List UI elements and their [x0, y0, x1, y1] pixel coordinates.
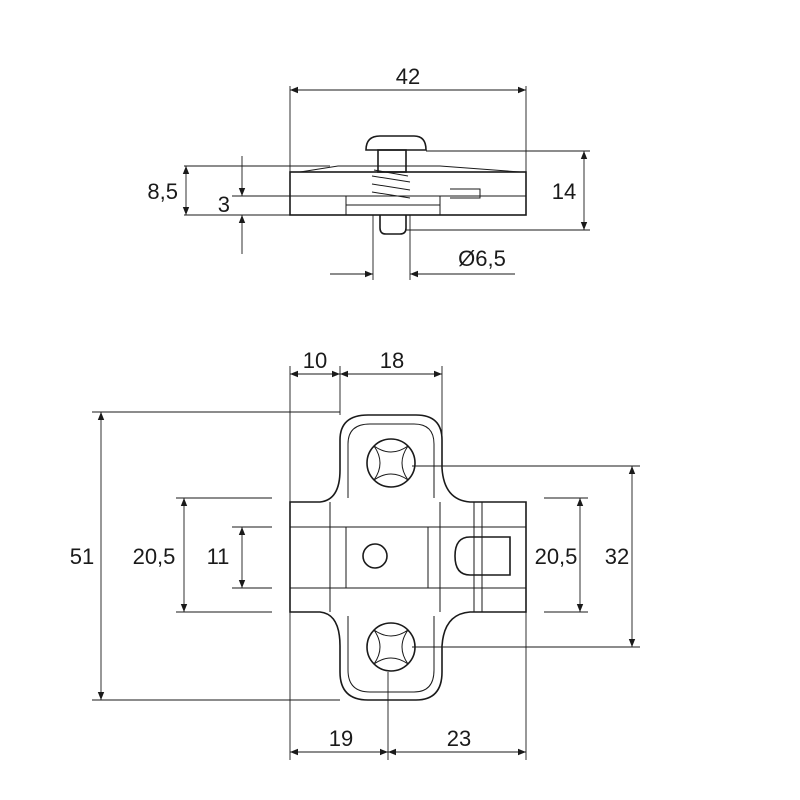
dim-18-label: 18 [380, 348, 404, 373]
top-screw-head [366, 438, 416, 488]
plate-outline [289, 414, 527, 701]
dim-32-label: 32 [605, 544, 629, 569]
screw-head [365, 135, 427, 151]
side-plate-top-contour [299, 165, 521, 173]
dim-10-label: 10 [303, 348, 327, 373]
dim-23-label: 23 [447, 726, 471, 751]
screw-thread [371, 169, 411, 199]
dim-11-label: 11 [207, 544, 230, 569]
screw-shank [379, 215, 407, 235]
cam-tab [450, 188, 481, 199]
dim-20-5-right-label: 20,5 [535, 544, 578, 569]
cam-slot [454, 536, 511, 576]
dim-dia-label: Ø6,5 [458, 246, 506, 271]
center-hole [362, 543, 388, 569]
dim-3-label: 3 [218, 192, 230, 217]
top-screw-cross-icon [373, 445, 409, 481]
top-view: 10 18 51 20,5 11 20,5 32 19 23 [70, 348, 640, 760]
side-plate-body [289, 171, 527, 216]
dim-51-label: 51 [70, 544, 94, 569]
dim-19-label: 19 [329, 726, 353, 751]
plate-inner-outline-bottom [347, 616, 435, 693]
bottom-screw-cross-icon [373, 629, 409, 665]
dim-20-5-left-label: 20,5 [133, 544, 176, 569]
screw-collar [377, 149, 407, 173]
dim-42-label: 42 [396, 64, 420, 89]
plate-inner-outline [347, 423, 435, 498]
dim-8-5-label: 8,5 [147, 179, 178, 204]
side-view: 42 8,5 3 14 Ø6,5 [147, 64, 590, 280]
dim-14-label: 14 [552, 179, 576, 204]
